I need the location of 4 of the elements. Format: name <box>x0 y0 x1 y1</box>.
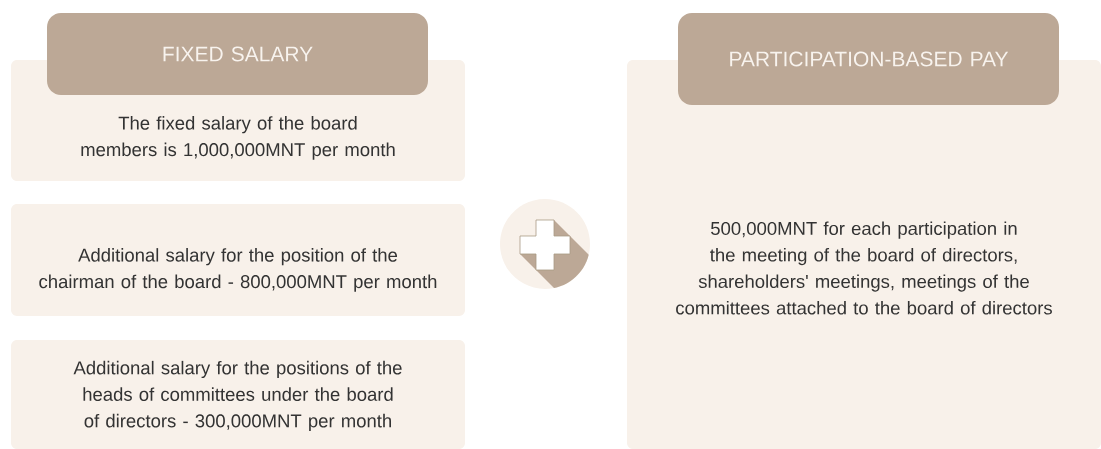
heading-box: FIXED SALARY <box>47 13 428 95</box>
heading-box: PARTICIPATION-BASED PAY <box>678 13 1059 105</box>
text-card: Additional salary for the position of the chairman of the board - 800,000MNT per month <box>11 204 465 316</box>
text-card: Additional salary for the positions of the heads of committees under the board of directors - 300,000MNT per month <box>11 340 465 449</box>
